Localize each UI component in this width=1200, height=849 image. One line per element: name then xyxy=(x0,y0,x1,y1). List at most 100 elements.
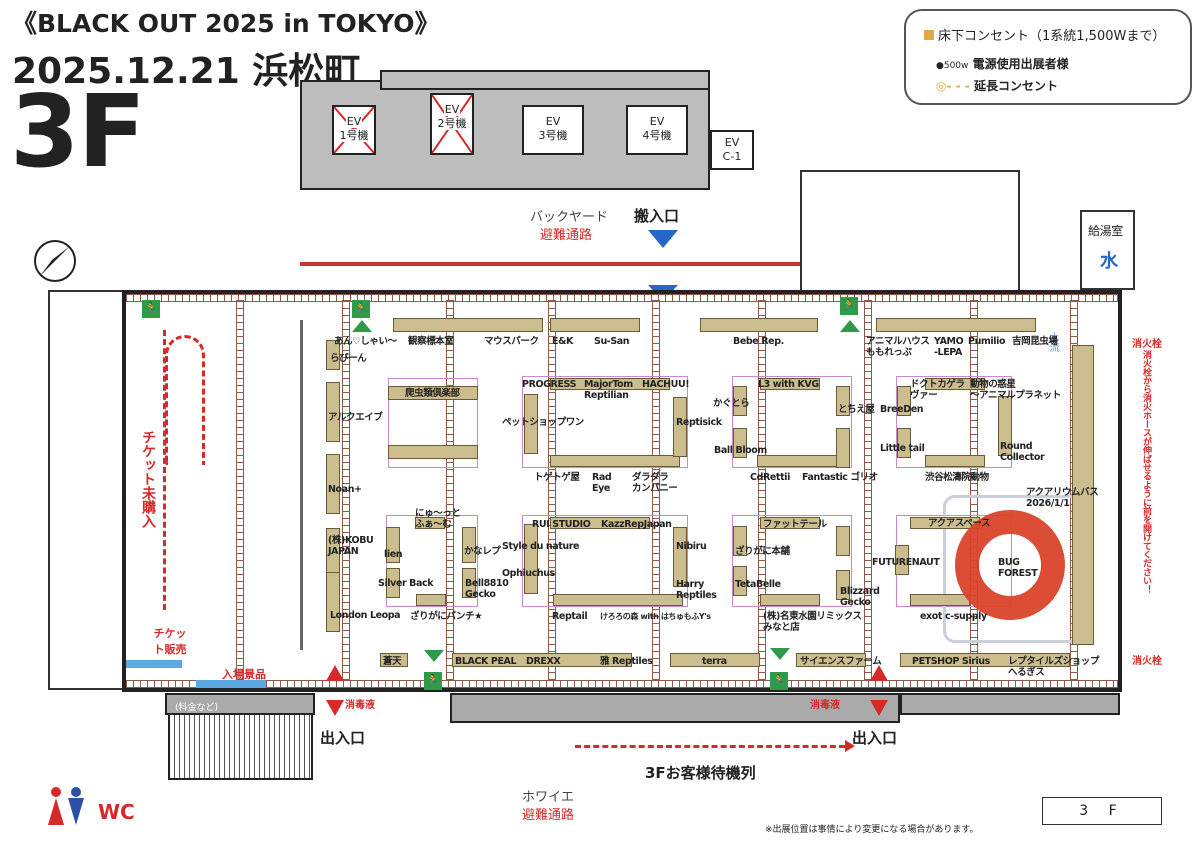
table xyxy=(900,653,1070,667)
booth-label: Round xyxy=(1000,441,1033,452)
table xyxy=(462,568,476,598)
booth-label: Reptail xyxy=(552,611,588,622)
booth-label: Nibiru xyxy=(676,541,707,552)
booth-label: とちえ屋 xyxy=(838,404,875,415)
booth-label: E&K xyxy=(552,336,573,347)
booth-label: かなレプ xyxy=(464,546,501,557)
ticket-unbought-label: チケット未購入 xyxy=(140,430,156,528)
booth-label: アルクエイブ xyxy=(328,412,383,423)
table xyxy=(998,396,1012,456)
column-rail xyxy=(342,300,350,680)
table xyxy=(462,527,476,563)
foyer-label: ホワイエ xyxy=(522,790,574,805)
booth-label: BLACK PEAL xyxy=(455,656,517,667)
ticket-sale-label: チケット販売 xyxy=(153,627,187,656)
table xyxy=(670,653,760,667)
table xyxy=(673,527,687,587)
booth-label: ももれっぷ xyxy=(866,347,912,358)
ticket-counter xyxy=(126,660,182,668)
booth-label: JAPAN xyxy=(328,546,359,557)
exit-arrow-icon xyxy=(424,650,444,662)
table xyxy=(386,527,400,563)
extension-icon: ◎- - - xyxy=(936,79,970,93)
table xyxy=(416,594,446,606)
shutter xyxy=(300,262,800,266)
table xyxy=(550,455,680,467)
booth-label: ざりがに本舗 xyxy=(735,546,790,557)
booth-label: 爬虫類倶楽部 xyxy=(405,388,460,399)
wc-label: WC xyxy=(98,800,135,824)
legend-outlet: 床下コンセント（1系統1,500Wまで） xyxy=(938,29,1166,44)
column-rail xyxy=(446,300,454,680)
booth-label: アクアスペース xyxy=(928,518,991,529)
water-flow-label: 水流 xyxy=(1047,332,1058,352)
right-structure xyxy=(800,170,1020,290)
booth-zone xyxy=(388,378,478,468)
table xyxy=(326,340,340,370)
booth-label: Gecko xyxy=(840,597,871,608)
table xyxy=(836,526,850,556)
entrance-label: 出入口 xyxy=(852,729,898,747)
table xyxy=(393,318,543,332)
table xyxy=(836,428,850,468)
queue-line xyxy=(163,330,166,610)
booth-label: Su-San xyxy=(594,336,630,347)
booth-label: ヴァー xyxy=(910,390,938,401)
fee-label: (料金など) xyxy=(175,703,219,713)
table xyxy=(452,653,632,667)
booth-label: Gecko xyxy=(465,589,496,600)
booth-label: BreeDen xyxy=(880,404,924,415)
queue-line xyxy=(575,745,845,748)
table xyxy=(910,594,970,606)
booth-label: Harry xyxy=(676,579,704,590)
booth-label: Rad xyxy=(592,472,612,483)
booth-label: PROGRESS xyxy=(522,379,577,390)
booth-label: みなと店 xyxy=(763,622,800,633)
floor-box: 3 F xyxy=(1042,797,1162,825)
table xyxy=(733,526,747,556)
booth-label: Reptiles xyxy=(676,590,717,601)
emergency-exit-icon: 🏃 xyxy=(352,300,370,318)
back-structure-top xyxy=(380,70,710,90)
booth-label: ファットテール xyxy=(763,519,827,530)
table xyxy=(553,594,683,606)
left-room xyxy=(48,290,124,690)
booth-label: 動物の惑星 xyxy=(970,379,1016,390)
backyard-label: バックヤード xyxy=(530,210,609,225)
table xyxy=(760,378,820,390)
booth-label: 2026/1/1 xyxy=(1026,498,1070,509)
booth-label: DREXX xyxy=(526,656,561,667)
booth-label: レプタイルズショップ xyxy=(1008,656,1100,667)
booth-label: アクアリウムバス xyxy=(1026,487,1099,498)
hydrant-label: 消火栓 xyxy=(1132,656,1162,667)
booth-label: lien xyxy=(384,549,403,560)
table xyxy=(836,570,850,600)
lower-structure xyxy=(450,693,900,723)
legend: 床下コンセント（1系統1,500Wまで） ●500w 電源使用出展者様 ◎- -… xyxy=(904,9,1192,105)
entrance-label: 出入口 xyxy=(320,729,366,747)
queue-line xyxy=(165,335,205,465)
booth-label: カンパニー xyxy=(632,483,678,494)
booth-label: Blizzard xyxy=(840,586,880,597)
entry-gift-label: 入場景品 xyxy=(222,668,266,681)
booth-label: Fantastic ゴリオ xyxy=(802,472,878,483)
booth-label: Style du nature xyxy=(502,541,580,552)
gift-counter xyxy=(196,680,266,688)
table xyxy=(326,572,340,632)
booth-label: へるぎス xyxy=(1008,667,1045,678)
lower-structure xyxy=(900,693,1120,715)
booth-label: RUI STUDIO xyxy=(532,519,591,530)
exit-arrow-icon xyxy=(352,320,372,332)
backyard-evac-label: 避難通路 xyxy=(540,228,593,243)
booth-label: にゅ～っと xyxy=(415,508,461,519)
column-rail xyxy=(548,300,556,680)
legend-extension: 延長コンセント xyxy=(973,79,1058,93)
table xyxy=(733,386,747,416)
exit-arrow-icon xyxy=(840,320,860,332)
bottom-rail xyxy=(126,680,1118,688)
booth-label: Eye xyxy=(592,483,610,494)
partition xyxy=(300,320,303,650)
table xyxy=(386,568,400,598)
